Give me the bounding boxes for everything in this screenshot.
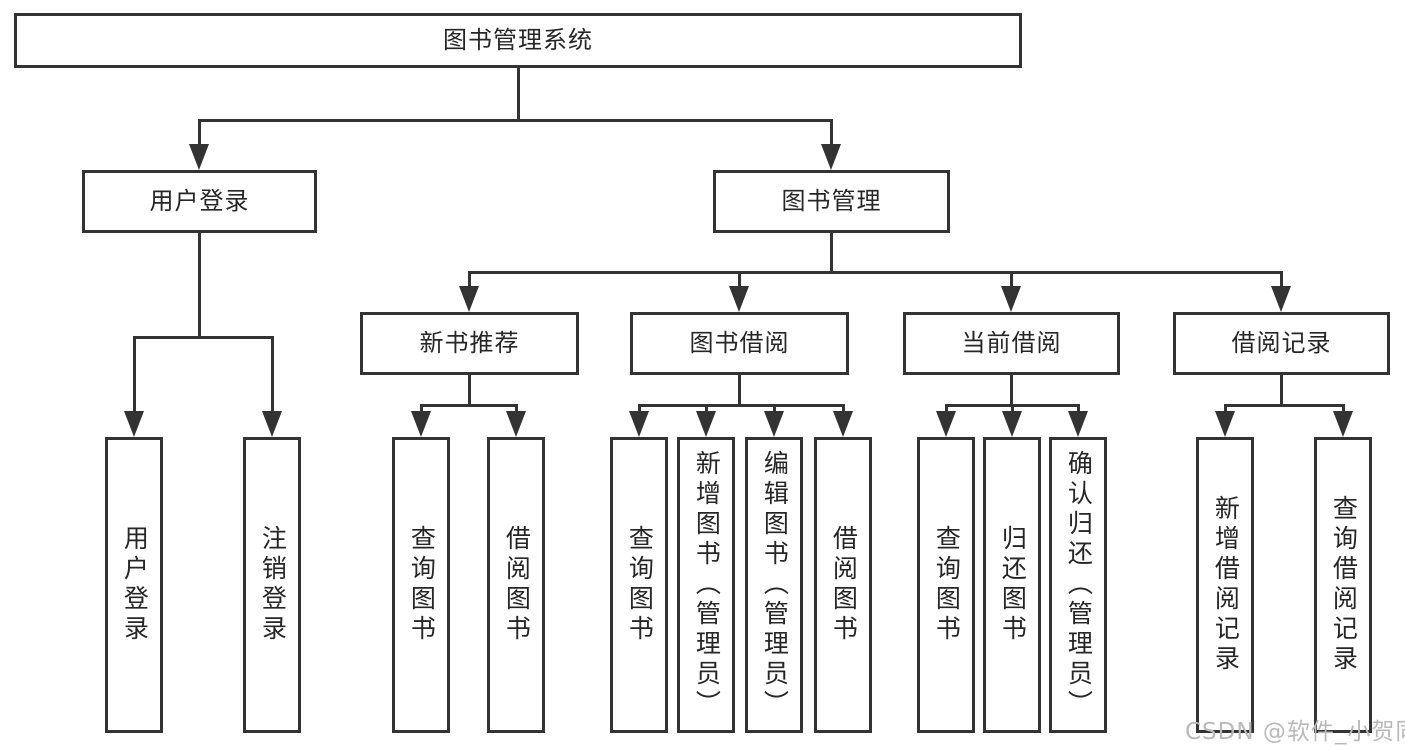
- node-borrow-books-2: 借阅图书: [814, 437, 872, 733]
- connector-line: [1010, 375, 1013, 406]
- arrow-down-icon: [696, 411, 716, 437]
- node-label-borrow-books-2: 借阅图书: [829, 525, 859, 645]
- arrow-down-icon: [1271, 286, 1291, 312]
- node-book-borrow: 图书借阅: [630, 312, 849, 375]
- connector-line: [1010, 272, 1013, 292]
- arrow-down-icon: [833, 411, 853, 437]
- connector-line: [830, 233, 833, 273]
- connector-line: [271, 337, 274, 417]
- arrow-down-icon: [729, 286, 749, 312]
- node-query-books-3: 查询图书: [917, 437, 975, 733]
- node-book-management: 图书管理: [713, 170, 950, 233]
- connector-line: [738, 272, 741, 292]
- node-label-user-login: 用户登录: [149, 186, 250, 215]
- arrow-down-icon: [1001, 286, 1021, 312]
- arrow-down-icon: [629, 411, 649, 437]
- node-confirm-return-admin: 确认归还（管理员）: [1049, 437, 1107, 733]
- arrow-down-icon: [936, 411, 956, 437]
- arrow-down-icon: [764, 411, 784, 437]
- arrow-down-icon: [1068, 411, 1088, 437]
- node-borrow-books-1: 借阅图书: [487, 437, 545, 733]
- arrow-down-icon: [262, 411, 282, 437]
- connector-line: [517, 68, 520, 121]
- node-label-borrow-books-1: 借阅图书: [502, 525, 532, 645]
- node-query-books-2: 查询图书: [610, 437, 668, 733]
- node-current-borrow: 当前借阅: [903, 312, 1120, 375]
- node-query-borrow-record: 查询借阅记录: [1314, 437, 1372, 733]
- node-label-add-books-admin: 新增图书（管理员）: [692, 450, 722, 720]
- arrow-down-icon: [1002, 411, 1022, 437]
- node-add-books-admin: 新增图书（管理员）: [677, 437, 735, 733]
- node-label-borrow-records: 借阅记录: [1231, 328, 1332, 357]
- connector-line: [198, 119, 833, 122]
- connector-line: [198, 233, 201, 338]
- connector-line: [133, 336, 274, 339]
- node-return-books: 归还图书: [983, 437, 1041, 733]
- arrow-down-icon: [506, 411, 526, 437]
- node-label-system: 图书管理系统: [443, 25, 593, 54]
- node-label-query-books-3: 查询图书: [932, 525, 962, 645]
- node-label-current-borrow: 当前借阅: [961, 328, 1062, 357]
- arrow-down-icon: [821, 144, 841, 170]
- connector-line: [420, 404, 518, 407]
- node-label-user-login-leaf: 用户登录: [120, 525, 150, 645]
- node-label-new-book-recommend: 新书推荐: [419, 328, 520, 357]
- node-borrow-records: 借阅记录: [1173, 312, 1390, 375]
- node-add-borrow-record: 新增借阅记录: [1196, 437, 1254, 733]
- arrow-down-icon: [411, 411, 431, 437]
- connector-line: [468, 272, 471, 292]
- arrow-down-icon: [1333, 411, 1353, 437]
- node-label-query-books-2: 查询图书: [625, 525, 655, 645]
- connector-line: [638, 404, 845, 407]
- connector-line: [133, 337, 136, 417]
- node-label-edit-books-admin: 编辑图书（管理员）: [760, 450, 790, 720]
- node-user-login-leaf: 用户登录: [105, 437, 163, 733]
- node-query-books-1: 查询图书: [392, 437, 450, 733]
- node-label-query-borrow-record: 查询借阅记录: [1329, 495, 1359, 675]
- node-label-add-borrow-record: 新增借阅记录: [1211, 495, 1241, 675]
- connector-line: [830, 120, 833, 150]
- csdn-watermark: CSDN @软件_小贺同学: [1185, 719, 1405, 745]
- node-label-logout: 注销登录: [258, 525, 288, 645]
- node-label-confirm-return-admin: 确认归还（管理员）: [1064, 450, 1094, 720]
- node-new-book-recommend: 新书推荐: [360, 312, 579, 375]
- connector-line: [1224, 404, 1345, 407]
- arrow-down-icon: [459, 286, 479, 312]
- connector-line: [468, 375, 471, 406]
- node-user-login: 用户登录: [82, 170, 317, 233]
- node-label-return-books: 归还图书: [998, 525, 1028, 645]
- arrow-down-icon: [189, 144, 209, 170]
- node-label-book-borrow: 图书借阅: [689, 328, 790, 357]
- node-logout: 注销登录: [243, 437, 301, 733]
- node-system: 图书管理系统: [14, 13, 1022, 68]
- connector-line: [468, 271, 1283, 274]
- node-label-book-management: 图书管理: [781, 186, 882, 215]
- connector-line: [1280, 375, 1283, 406]
- node-edit-books-admin: 编辑图书（管理员）: [745, 437, 803, 733]
- connector-line: [198, 120, 201, 150]
- node-label-query-books-1: 查询图书: [407, 525, 437, 645]
- arrow-down-icon: [124, 411, 144, 437]
- arrow-down-icon: [1215, 411, 1235, 437]
- connector-line: [1280, 272, 1283, 292]
- connector-line: [738, 375, 741, 406]
